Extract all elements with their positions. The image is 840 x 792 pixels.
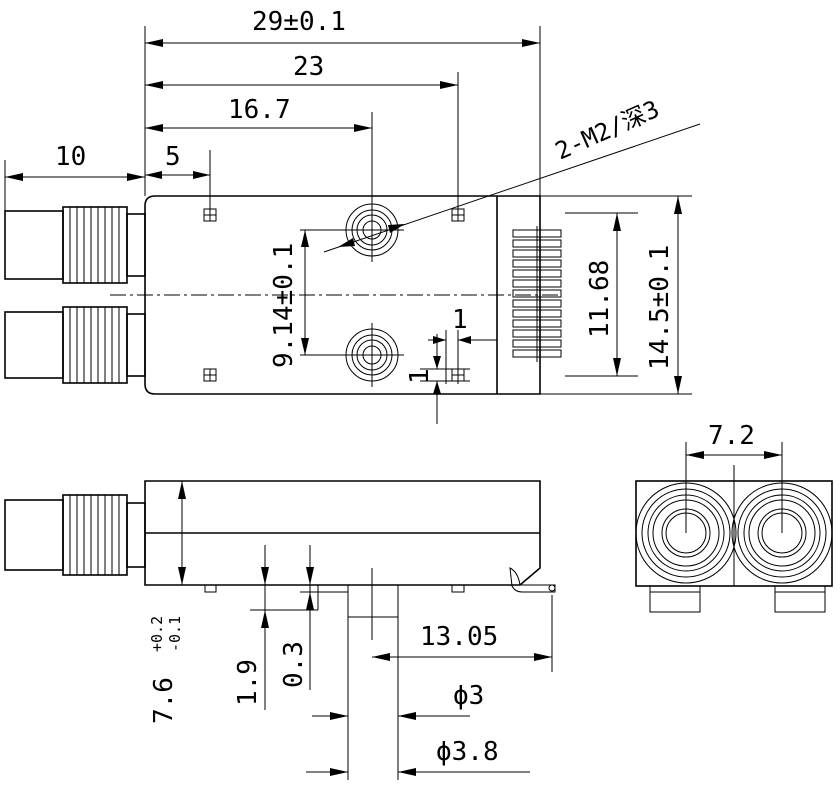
threaded-bore-lower (340, 323, 404, 387)
foot-1 (204, 585, 217, 593)
label-overall-length: 29±0.1 (252, 7, 346, 37)
label-bore-position: 16.7 (228, 95, 291, 125)
dim-connector-length: 10 (5, 142, 145, 181)
mount-hole-3 (451, 208, 465, 222)
top-body-outline (144, 195, 541, 395)
label-step-height: 1.9 (233, 659, 263, 706)
label-first-hole-offset: 5 (165, 142, 181, 172)
dim-plate-thickness: 0.3 (279, 545, 348, 690)
front-foot-left (649, 586, 701, 613)
dim-pin-to-edge: 13.05 (372, 595, 553, 672)
dim-inner-diameter: ϕ3 (312, 617, 484, 780)
front-foot-right (774, 586, 826, 613)
dim-vertical-spacing: 9.14±0.1 (269, 229, 346, 368)
label-hole-offset-x: 1 (452, 305, 468, 335)
dim-pin-span: 11.68 (565, 212, 638, 377)
label-inner-diameter: ϕ3 (453, 681, 484, 711)
dim-body-height: 14.5±0.1 (540, 195, 692, 395)
label-total-height: 7.6 (149, 677, 179, 724)
foot-2 (451, 585, 465, 593)
label-hole-offset-y: 1 (405, 368, 435, 384)
connector-side (4, 494, 146, 576)
front-view: 7.2 (635, 421, 833, 613)
label-thread-callout: 2-M2/深3 (551, 95, 664, 166)
label-mount-hole-spacing: 23 (293, 52, 324, 82)
dim-total-height: 7.6 +0.2 -0.1 (148, 481, 186, 724)
top-view: 29±0.1 23 16.7 5 10 (4, 7, 701, 424)
label-pin-span: 11.68 (585, 260, 615, 338)
label-height-tol-plus: +0.2 (148, 616, 166, 652)
mount-hole-2 (203, 368, 217, 382)
dim-mount-hole-spacing: 23 (145, 52, 458, 89)
label-pin-to-edge: 13.05 (420, 622, 498, 652)
terminal-tab (509, 567, 556, 593)
label-body-height: 14.5±0.1 (645, 245, 675, 370)
label-vertical-spacing: 9.14±0.1 (269, 243, 299, 368)
connector-lower (4, 306, 146, 384)
dim-outer-diameter: ϕ3.8 (306, 737, 530, 776)
dim-first-hole-offset: 5 (145, 142, 210, 179)
dim-overall-length: 29±0.1 (145, 7, 540, 47)
label-center-distance: 7.2 (708, 421, 755, 451)
label-connector-length: 10 (55, 142, 86, 172)
side-view: 7.6 +0.2 -0.1 1.9 0.3 13.05 (4, 480, 556, 780)
dim-bore-position: 16.7 (145, 95, 372, 132)
label-height-tol-minus: -0.1 (166, 616, 184, 652)
dim-hole-offset: 1 1 (405, 305, 497, 424)
connector-upper (4, 206, 146, 284)
dim-center-distance: 7.2 (685, 421, 783, 533)
label-outer-diameter: ϕ3.8 (436, 737, 499, 767)
label-plate-thickness: 0.3 (279, 641, 309, 688)
boss (317, 568, 400, 640)
mount-hole-1 (203, 208, 217, 222)
pin-array (512, 226, 562, 362)
